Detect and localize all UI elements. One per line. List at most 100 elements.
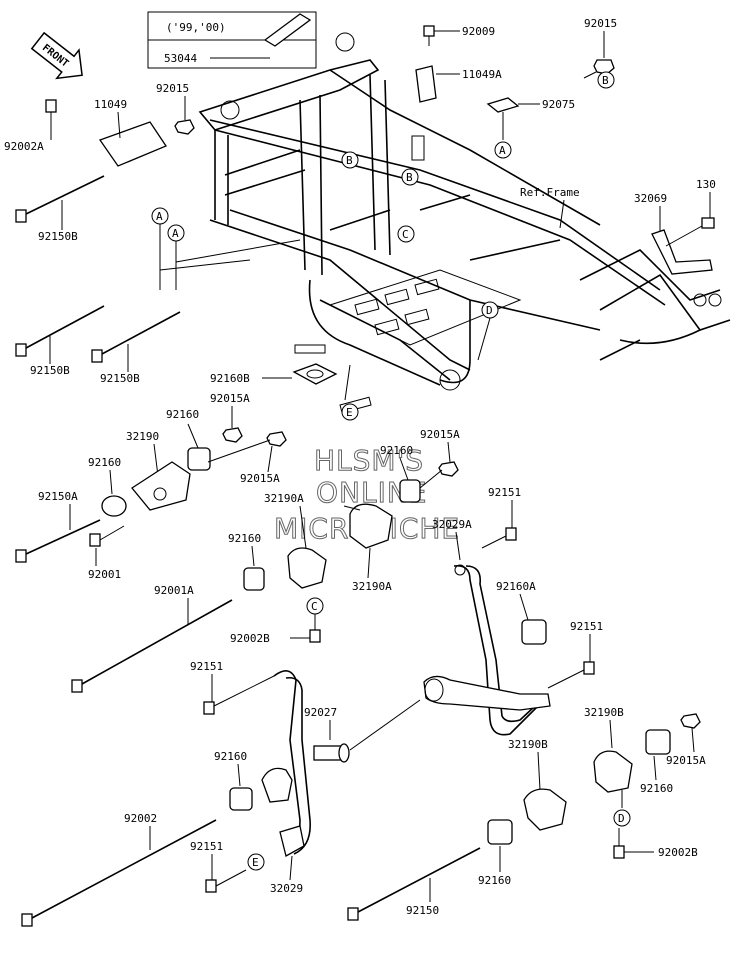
- label-92002A: 92002A: [4, 140, 44, 153]
- cushion-92160-e: [229, 787, 253, 811]
- callout-A-2: A: [151, 207, 169, 225]
- label-92002: 92002: [124, 812, 157, 825]
- label-92160-e: 92160: [214, 750, 247, 763]
- cushion-92160-d: [243, 567, 265, 591]
- label-92075: 92075: [542, 98, 575, 111]
- label-92015A-a: 92015A: [210, 392, 250, 405]
- label-32190A-a: 32190A: [264, 492, 304, 505]
- label-92160-c: 92160: [380, 444, 413, 457]
- nut-92015A-b: [266, 431, 287, 447]
- label-92151-b: 92151: [570, 620, 603, 633]
- part-label-53044: 53044: [164, 52, 197, 65]
- bolt-92002B-a: [309, 629, 321, 643]
- frame-reference-label: Ref.Frame: [520, 186, 580, 199]
- arm-32029: [261, 670, 311, 857]
- label-32029: 32029: [270, 882, 303, 895]
- label-92160-a: 92160: [166, 408, 199, 421]
- label-92009: 92009: [462, 25, 495, 38]
- label-92001A: 92001A: [154, 584, 194, 597]
- callout-A-1: A: [494, 141, 512, 159]
- callout-B-2: B: [341, 151, 359, 169]
- bolt-92151-c: [203, 701, 215, 715]
- bolt-92002: [21, 819, 217, 927]
- label-92151-c: 92151: [190, 660, 223, 673]
- label-32190B-b: 32190B: [508, 738, 548, 751]
- cushion-92160B: [292, 363, 338, 385]
- main-frame: [159, 32, 731, 414]
- holder-32190A-a: [287, 547, 327, 589]
- bolt-92150A: [15, 519, 101, 563]
- pad-92075: [486, 97, 540, 113]
- label-92015-left: 92015: [156, 82, 189, 95]
- svg-text:E: E: [346, 406, 353, 419]
- callout-B-3: B: [401, 168, 419, 186]
- label-130: 130: [696, 178, 716, 191]
- holder-32190B-a: [593, 750, 633, 793]
- nut-92015A-d: [680, 713, 701, 729]
- bolt-92151-d: [205, 879, 217, 893]
- label-92001: 92001: [88, 568, 121, 581]
- callout-D-1: D: [481, 301, 499, 319]
- label-11049A: 11049A: [462, 68, 502, 81]
- label-11049: 11049: [94, 98, 127, 111]
- label-92150B-3: 92150B: [100, 372, 140, 385]
- bolt-92150B-2: [15, 305, 105, 357]
- label-92150B-1: 92150B: [38, 230, 78, 243]
- label-92015A-c: 92015A: [420, 428, 460, 441]
- svg-text:A: A: [172, 227, 179, 240]
- label-32029A: 32029A: [432, 518, 472, 531]
- bolt-92151-a: [505, 527, 517, 541]
- cushion-92160A: [521, 619, 547, 645]
- bolt-92002B-b: [613, 845, 625, 859]
- label-92160-f: 92160: [640, 782, 673, 795]
- bolt-92151-b: [583, 661, 595, 675]
- callout-D-2: D: [613, 809, 631, 827]
- bolt-92150B-3: [91, 311, 181, 363]
- cushion-92160-a: [187, 447, 211, 471]
- callout-E-2: E: [247, 853, 265, 871]
- label-92015A-d: 92015A: [666, 754, 706, 767]
- arm-32029A: [423, 564, 551, 736]
- label-92002B-a: 92002B: [230, 632, 270, 645]
- cushion-92160-f: [645, 729, 671, 755]
- svg-text:A: A: [156, 210, 163, 223]
- svg-text:C: C: [402, 228, 409, 241]
- bracket-11049: [98, 121, 167, 167]
- label-92150B-2: 92150B: [30, 364, 70, 377]
- nut-92015-left: [174, 119, 195, 135]
- front-arrow-icon: FRONT: [30, 31, 83, 80]
- label-92160B: 92160B: [210, 372, 250, 385]
- label-92160-b: 92160: [88, 456, 121, 469]
- bolt-92001: [89, 533, 101, 547]
- label-92002B-b: 92002B: [658, 846, 698, 859]
- cushion-92160-c: [399, 479, 421, 503]
- label-92015-top: 92015: [584, 17, 617, 30]
- label-92160A: 92160A: [496, 580, 536, 593]
- holder-32190B-b: [523, 788, 567, 831]
- callout-B-1: B: [597, 71, 615, 89]
- label-32069: 32069: [634, 192, 667, 205]
- bolt-92150: [347, 847, 481, 921]
- label-92151-d: 92151: [190, 840, 223, 853]
- rubber-strip: [263, 13, 312, 47]
- label-92160-g: 92160: [478, 874, 511, 887]
- svg-text:B: B: [346, 154, 353, 167]
- bolt-92002A: [45, 99, 57, 113]
- svg-text:D: D: [486, 304, 493, 317]
- bolt-92009: [423, 25, 460, 46]
- label-32190B-a: 32190B: [584, 706, 624, 719]
- label-92151-a: 92151: [488, 486, 521, 499]
- label-32190: 32190: [126, 430, 159, 443]
- cushion-92160-b: [101, 495, 127, 517]
- label-92150A: 92150A: [38, 490, 78, 503]
- callout-E-1: E: [341, 403, 359, 421]
- label-92150: 92150: [406, 904, 439, 917]
- label-92160-d: 92160: [228, 532, 261, 545]
- svg-text:C: C: [311, 600, 318, 613]
- year-box: ('99,'00) 53044: [147, 11, 317, 69]
- svg-text:E: E: [252, 856, 259, 869]
- label-92027: 92027: [304, 706, 337, 719]
- bracket-11049A: [415, 65, 460, 103]
- bolt-130: [701, 217, 715, 229]
